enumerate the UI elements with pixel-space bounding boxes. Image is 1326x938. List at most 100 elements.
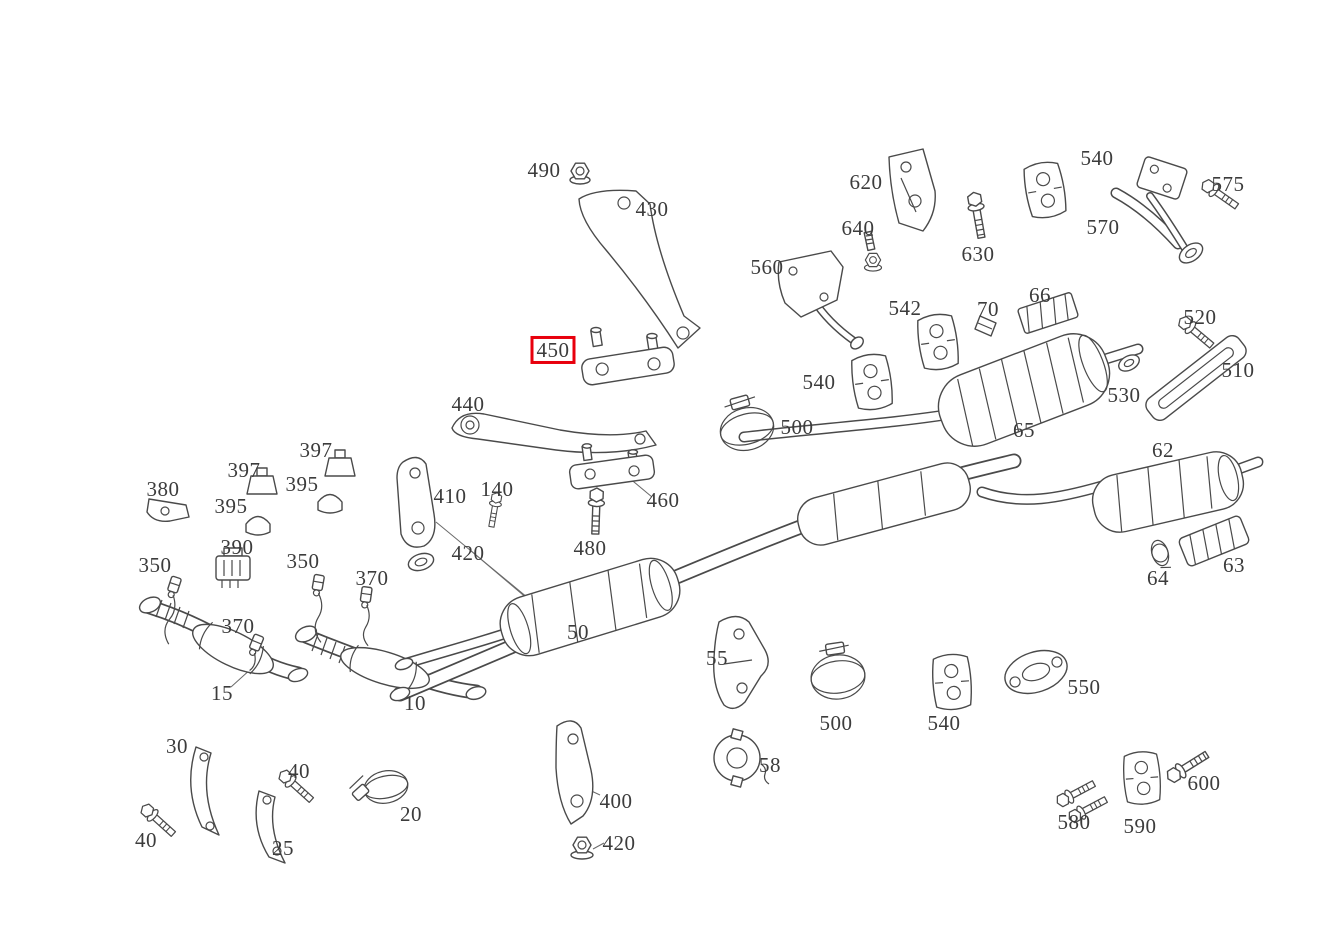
- stud-nut-640: [863, 230, 883, 272]
- part-label-630[interactable]: 630: [961, 241, 995, 266]
- resonator-50: [797, 462, 971, 546]
- part-label-500[interactable]: 500: [780, 414, 814, 439]
- part-label-510[interactable]: 510: [1221, 357, 1255, 382]
- part-label-380[interactable]: 380: [146, 476, 180, 501]
- bracket-410: [396, 456, 436, 548]
- flange-550: [1004, 649, 1068, 695]
- exhaust-pipes: [142, 343, 1264, 702]
- mount-plate-460: [568, 443, 656, 490]
- part-label-395[interactable]: 395: [285, 471, 319, 496]
- part-label-10[interactable]: 10: [404, 690, 426, 715]
- part-label-350[interactable]: 350: [286, 548, 320, 573]
- part-label-420[interactable]: 420: [602, 830, 636, 855]
- part-label-30[interactable]: 30: [166, 733, 188, 758]
- bolt-630: [966, 191, 986, 240]
- o2-sensor-370-lower: [249, 633, 265, 672]
- hanger-540-top: [1023, 161, 1067, 219]
- o2-sensor-350-left: [164, 575, 182, 645]
- part-label-15[interactable]: 15: [211, 680, 233, 705]
- part-label-560[interactable]: 560: [750, 254, 784, 279]
- o2-sensor-350-right: [311, 573, 325, 643]
- part-label-58[interactable]: 58: [759, 752, 781, 777]
- part-label-62[interactable]: 62: [1152, 437, 1174, 462]
- part-label-430[interactable]: 430: [635, 196, 669, 221]
- rear-muffler-65: [937, 333, 1111, 447]
- hanger-590: [1123, 751, 1161, 805]
- clip-380: [146, 498, 190, 522]
- part-label-542[interactable]: 542: [888, 295, 922, 320]
- part-label-63[interactable]: 63: [1223, 552, 1245, 577]
- tailpipe-trim-63: [1178, 515, 1250, 567]
- part-label-350[interactable]: 350: [138, 552, 172, 577]
- catalytic-converter-15: [192, 621, 274, 675]
- part-label-397[interactable]: 397: [227, 457, 261, 482]
- part-label-64[interactable]: 64: [1147, 565, 1169, 590]
- flex-coupling-hatches: [155, 599, 346, 664]
- bracket-55: [713, 615, 769, 710]
- part-label-500[interactable]: 500: [819, 710, 853, 735]
- part-label-540[interactable]: 540: [927, 710, 961, 735]
- part-label-370[interactable]: 370: [221, 613, 255, 638]
- bracket-430: [578, 189, 701, 349]
- center-muffler-50: [499, 557, 681, 657]
- part-label-420[interactable]: 420: [451, 540, 485, 565]
- part-label-70[interactable]: 70: [977, 296, 999, 321]
- part-label-575[interactable]: 575: [1211, 171, 1245, 196]
- part-label-65[interactable]: 65: [1013, 417, 1035, 442]
- washer-420: [407, 552, 435, 572]
- hanger-540-lower: [932, 653, 972, 711]
- bracket-440: [451, 412, 657, 454]
- bolt-40-right: [278, 769, 315, 804]
- bolt-40-left: [140, 803, 177, 838]
- part-label-55[interactable]: 55: [706, 645, 728, 670]
- part-label-590[interactable]: 590: [1123, 813, 1157, 838]
- part-label-520[interactable]: 520: [1183, 304, 1217, 329]
- part-label-570[interactable]: 570: [1086, 214, 1120, 239]
- washer-530: [1118, 354, 1140, 372]
- part-label-66[interactable]: 66: [1029, 282, 1051, 307]
- part-label-600[interactable]: 600: [1187, 770, 1221, 795]
- part-label-397[interactable]: 397: [299, 437, 333, 462]
- part-label-40[interactable]: 40: [135, 827, 157, 852]
- bolt-600: [1166, 750, 1210, 784]
- part-label-390[interactable]: 390: [220, 534, 254, 559]
- clip-70: [974, 315, 997, 337]
- part-label-410[interactable]: 410: [433, 483, 467, 508]
- bracket-560: [777, 250, 864, 350]
- part-label-140[interactable]: 140: [480, 476, 514, 501]
- part-label-450[interactable]: 450: [530, 335, 576, 365]
- part-label-20[interactable]: 20: [400, 801, 422, 826]
- part-label-480[interactable]: 480: [573, 535, 607, 560]
- clamp-20: [349, 770, 409, 804]
- part-label-550[interactable]: 550: [1067, 674, 1101, 699]
- hanger-542: [917, 313, 959, 371]
- catalytic-converter-10: [340, 644, 430, 690]
- mount-plate-450: [581, 326, 675, 386]
- part-label-640[interactable]: 640: [841, 215, 875, 240]
- part-label-490[interactable]: 490: [527, 157, 561, 182]
- part-label-620[interactable]: 620: [849, 169, 883, 194]
- part-label-540[interactable]: 540: [802, 369, 836, 394]
- part-label-530[interactable]: 530: [1107, 382, 1141, 407]
- part-label-40[interactable]: 40: [288, 758, 310, 783]
- connector-390: [215, 547, 251, 588]
- strap-30: [190, 746, 220, 836]
- part-label-50[interactable]: 50: [567, 619, 589, 644]
- clamp-64: [1150, 539, 1171, 569]
- o2-sensor-370-upper: [359, 585, 373, 647]
- part-label-400[interactable]: 400: [599, 788, 633, 813]
- part-label-460[interactable]: 460: [646, 487, 680, 512]
- part-label-580[interactable]: 580: [1057, 809, 1091, 834]
- part-label-440[interactable]: 440: [451, 391, 485, 416]
- bolt-140: [488, 492, 503, 528]
- part-label-370[interactable]: 370: [355, 565, 389, 590]
- part-label-395[interactable]: 395: [214, 493, 248, 518]
- part-label-540[interactable]: 540: [1080, 145, 1114, 170]
- strap-25: [255, 790, 286, 864]
- part-label-25[interactable]: 25: [272, 835, 294, 860]
- pipe-assembly-570: [1110, 156, 1204, 264]
- grommet-397-right: [324, 449, 356, 477]
